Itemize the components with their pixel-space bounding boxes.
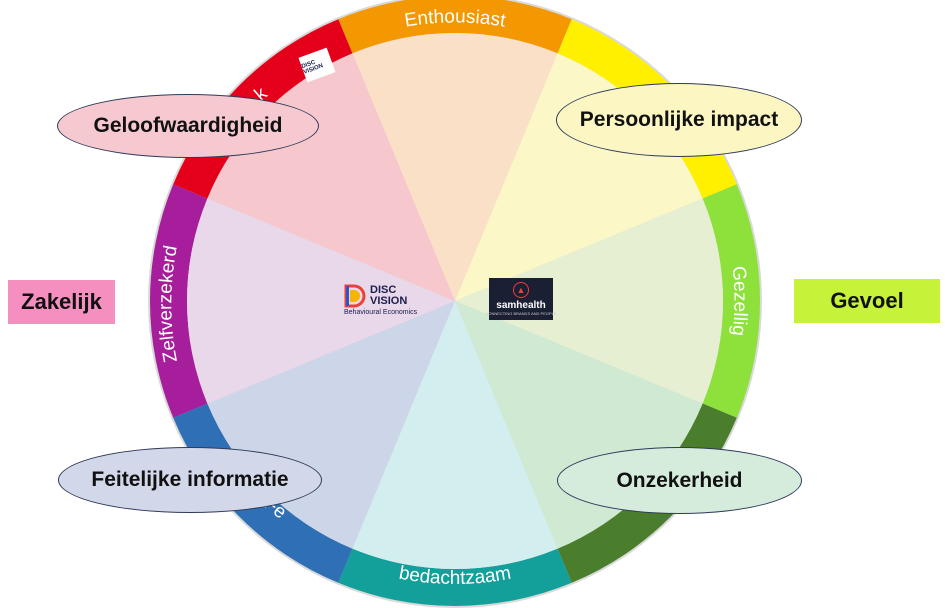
disc-vision-mark-icon [344, 284, 366, 308]
ring-segment [338, 0, 572, 54]
samhealth-name: samhealth [496, 300, 546, 311]
ring-segment [338, 548, 572, 606]
geloofwaardigheid-ellipse: Geloofwaardigheid [57, 94, 319, 158]
wheel-wedge [352, 301, 558, 569]
zakelijk-label: Zakelijk [8, 280, 115, 324]
samhealth-mark-icon: ▲ [513, 282, 529, 298]
wheel-wedge [187, 198, 455, 404]
persoonlijke-impact-ellipse: Persoonlijke impact [556, 83, 802, 157]
samhealth-tagline: CONNECTING BRANDS AND PEOPLE [485, 311, 557, 316]
disc-logo-line1: DISC [370, 284, 397, 296]
samhealth-logo: ▲ samhealth CONNECTING BRANDS AND PEOPLE [485, 278, 557, 320]
ring-segment [702, 184, 760, 418]
disc-logo-line2: VISION [370, 295, 408, 307]
feitelijke-informatie-ellipse: Feitelijke informatie [58, 447, 322, 513]
disc-logo-subtitle: Behavioural Economics [344, 309, 418, 316]
disc-vision-logo: DISC VISION Behavioural Economics [344, 280, 424, 320]
gevoel-label: Gevoel [794, 279, 940, 323]
wheel-wedge [455, 198, 723, 404]
wheel-wedge [352, 33, 558, 302]
onzekerheid-ellipse: Onzekerheid [557, 447, 802, 514]
ring-label-gezellig: Gezellig [728, 265, 751, 337]
ring-segment [149, 184, 208, 418]
